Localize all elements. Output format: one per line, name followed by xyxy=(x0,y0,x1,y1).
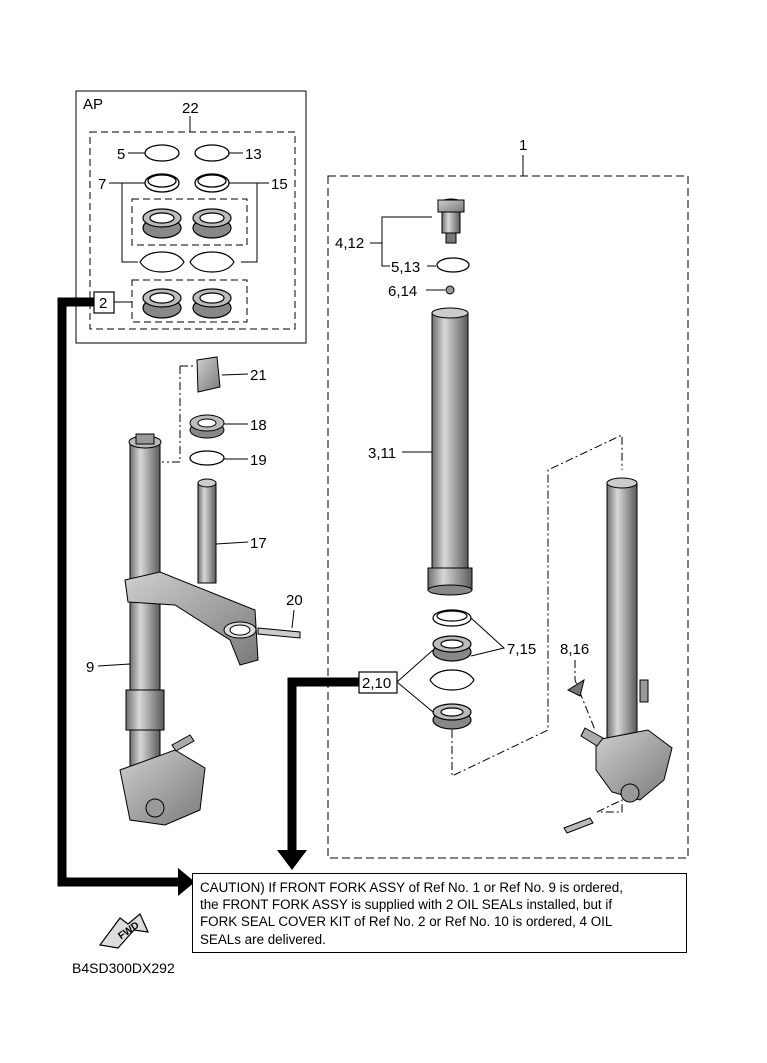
air-valve xyxy=(566,678,585,697)
nut-18 xyxy=(189,414,225,439)
cap-bolt xyxy=(437,198,465,244)
label-21: 21 xyxy=(250,367,267,384)
diagram-code: B4SD300DX292 xyxy=(72,960,175,976)
label-4-12: 4,12 xyxy=(335,235,364,252)
label-20: 20 xyxy=(286,592,303,609)
washer-19 xyxy=(189,450,225,466)
label-5: 5 xyxy=(117,146,125,163)
caution-arrow-right xyxy=(287,677,359,852)
front-fork-assy-box xyxy=(327,175,689,859)
label-13: 13 xyxy=(245,146,262,163)
ap-wipers xyxy=(139,251,235,273)
caution-line-1: CAUTION) If FRONT FORK ASSY of Ref No. 1… xyxy=(200,880,623,895)
label-9: 9 xyxy=(86,659,94,676)
fork-seals-right xyxy=(429,609,475,730)
label-3-11: 3,11 xyxy=(368,445,396,462)
label-18: 18 xyxy=(250,417,267,434)
left-fork-assembly xyxy=(119,433,301,826)
label-2: 2 xyxy=(99,295,107,312)
fwd-arrow-icon: FWD xyxy=(98,913,149,949)
caution-line-2: the FRONT FORK ASSY is supplied with 2 O… xyxy=(200,897,613,913)
label-8-16: 8,16 xyxy=(560,641,589,658)
caution-line-4: SEALs are delivered. xyxy=(200,931,326,947)
outer-tube xyxy=(427,307,473,596)
label-7: 7 xyxy=(98,176,106,193)
collar-21 xyxy=(196,356,221,393)
caution-note: CAUTION) If FRONT FORK ASSY of Ref No. 1… xyxy=(192,873,687,953)
ap-label: AP xyxy=(83,96,103,113)
label-19: 19 xyxy=(250,452,267,469)
caution-arrow-left xyxy=(57,297,180,887)
inner-tube-assembly xyxy=(563,477,673,834)
ap-dust-seals xyxy=(142,288,232,319)
label-5-13: 5,13 xyxy=(391,259,420,276)
label-17: 17 xyxy=(250,535,267,552)
ap-o-rings xyxy=(144,144,230,193)
ap-kit-box xyxy=(75,90,307,344)
label-1: 1 xyxy=(519,137,527,154)
label-22: 22 xyxy=(182,100,199,117)
label-2-10: 2,10 xyxy=(362,675,391,692)
caution-line-3: FORK SEAL COVER KIT of Ref No. 2 or Ref … xyxy=(200,914,613,930)
label-15: 15 xyxy=(271,176,288,193)
kit-22-dashed-box xyxy=(89,131,296,330)
label-6-14: 6,14 xyxy=(388,283,417,300)
ap-oil-seals xyxy=(142,208,232,239)
label-7-15: 7,15 xyxy=(507,641,536,658)
